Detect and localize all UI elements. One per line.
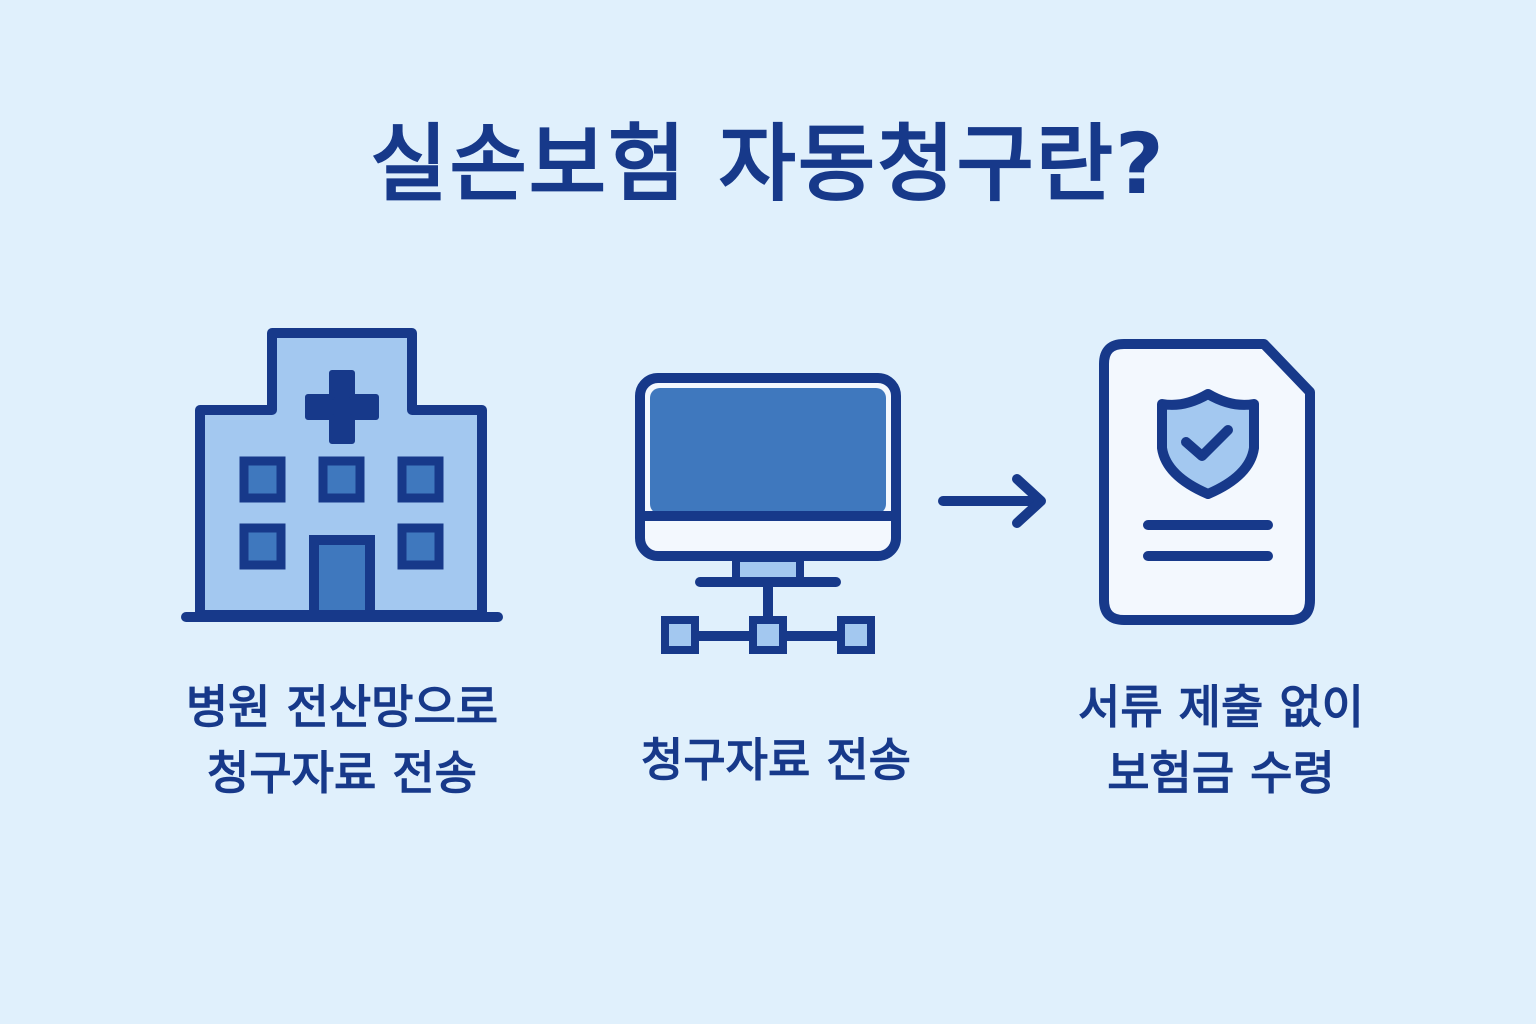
step-caption-document: 서류 제출 없이 보험금 수령 (1078, 680, 1364, 800)
step-caption-network: 청구자료 전송 (641, 733, 911, 787)
step-caption-hospital: 병원 전산망으로 청구자료 전송 (185, 680, 499, 800)
network-computer-icon (635, 373, 901, 654)
page-title: 실손보험 자동청구란? (370, 115, 1166, 213)
medical-cross-icon (305, 370, 379, 444)
hospital-icon (181, 328, 503, 622)
insurance-document-icon (1099, 339, 1315, 625)
shield-check-icon (1157, 389, 1259, 499)
arrow-right-icon (938, 474, 1046, 528)
